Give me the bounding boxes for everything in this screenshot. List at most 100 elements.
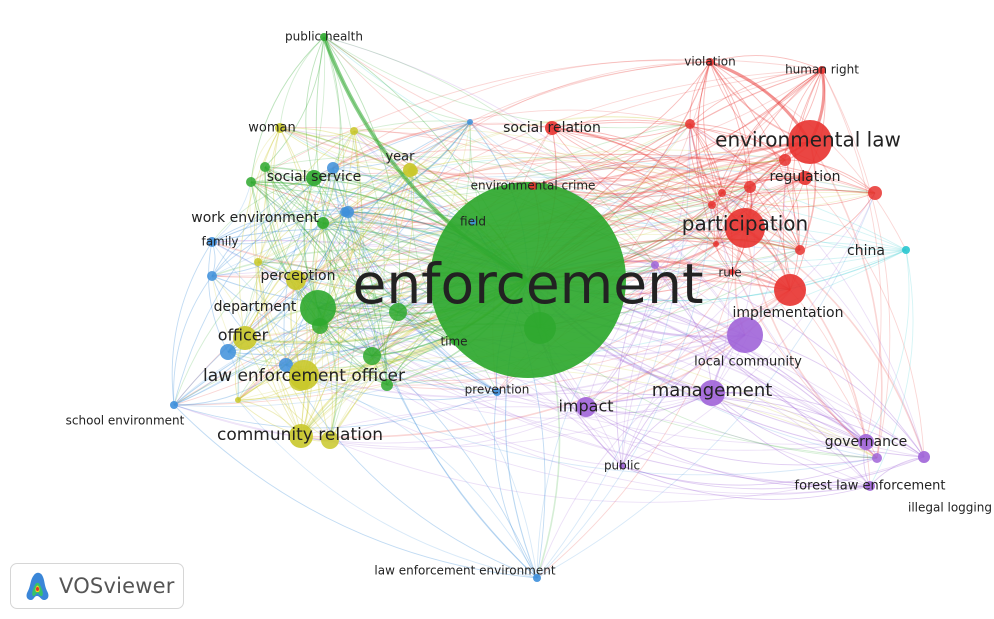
network-link <box>353 130 791 291</box>
network-link <box>654 264 867 443</box>
network-link <box>353 130 925 458</box>
label-community-relation: community relation <box>217 425 383 445</box>
node-public[interactable] <box>619 463 625 469</box>
unlabeled-node[interactable] <box>795 245 805 255</box>
node-management[interactable] <box>699 380 725 406</box>
node-woman[interactable] <box>275 123 285 133</box>
network-link <box>244 169 411 339</box>
network-link <box>264 166 297 281</box>
node-human-right[interactable] <box>818 66 826 74</box>
network-link <box>386 341 455 386</box>
unlabeled-node[interactable] <box>467 119 473 125</box>
network-link <box>237 177 315 401</box>
network-link <box>315 36 388 386</box>
label-china: china <box>847 243 885 259</box>
node-participation[interactable] <box>725 208 765 248</box>
unlabeled-node[interactable] <box>363 347 381 365</box>
node-perception[interactable] <box>286 270 306 290</box>
node-public-health[interactable] <box>320 33 328 41</box>
network-link <box>257 170 414 263</box>
network-link <box>257 261 399 313</box>
network-link <box>689 123 713 206</box>
node-time[interactable] <box>451 339 457 345</box>
node-environmental-crime[interactable] <box>529 182 537 190</box>
unlabeled-node[interactable] <box>279 358 293 372</box>
unlabeled-node[interactable] <box>340 207 350 217</box>
node-rule[interactable] <box>729 269 735 275</box>
network-link <box>412 152 723 194</box>
unlabeled-node[interactable] <box>685 119 695 129</box>
network-link <box>869 249 914 487</box>
node-illegal-logging[interactable] <box>918 451 930 463</box>
unlabeled-node[interactable] <box>718 189 726 197</box>
unlabeled-node[interactable] <box>868 186 882 200</box>
unlabeled-node[interactable] <box>327 162 339 174</box>
network-link <box>295 279 871 487</box>
network-link <box>744 227 878 459</box>
unlabeled-node[interactable] <box>651 261 659 269</box>
network-link <box>551 127 713 206</box>
network-link <box>300 169 411 437</box>
node-law-enforcement-officer[interactable] <box>289 360 319 390</box>
node-china[interactable] <box>902 246 910 254</box>
network-link <box>319 320 455 343</box>
network-link <box>371 355 623 467</box>
network-link <box>303 334 746 398</box>
node-local-community[interactable] <box>727 317 763 353</box>
node-year[interactable] <box>403 163 417 177</box>
network-link <box>173 391 498 429</box>
network-link <box>227 343 498 393</box>
node-impact[interactable] <box>576 397 596 417</box>
label-school-environment: school environment <box>66 414 185 428</box>
node-social-service[interactable] <box>306 170 322 186</box>
node-school-environment[interactable] <box>170 401 178 409</box>
term-nodes[interactable] <box>170 33 930 582</box>
network-link <box>809 141 883 459</box>
node-regulation[interactable] <box>798 171 812 185</box>
unlabeled-node[interactable] <box>260 162 270 172</box>
network-link <box>173 167 334 406</box>
unlabeled-node[interactable] <box>350 127 358 135</box>
unlabeled-node[interactable] <box>246 177 256 187</box>
unlabeled-node[interactable] <box>744 181 756 193</box>
node-family[interactable] <box>207 237 217 247</box>
network-link <box>250 127 281 183</box>
label-work-environment: work environment <box>191 210 319 226</box>
unlabeled-node[interactable] <box>254 258 262 266</box>
network-link <box>211 211 349 277</box>
unlabeled-node[interactable] <box>220 344 236 360</box>
network-link <box>300 211 350 437</box>
network-link <box>409 69 823 175</box>
unlabeled-node[interactable] <box>321 431 339 449</box>
unlabeled-node[interactable] <box>381 379 393 391</box>
network-link <box>332 161 411 171</box>
node-community-relation[interactable] <box>289 424 313 448</box>
label-family: family <box>201 235 238 249</box>
unlabeled-node[interactable] <box>779 154 791 166</box>
unlabeled-node[interactable] <box>389 303 407 321</box>
node-governance[interactable] <box>858 434 874 450</box>
unlabeled-node[interactable] <box>235 397 241 403</box>
network-link <box>261 127 302 437</box>
unlabeled-node[interactable] <box>713 241 719 247</box>
network-link <box>344 211 376 357</box>
unlabeled-node[interactable] <box>708 201 716 209</box>
network-link <box>250 58 823 183</box>
unlabeled-node[interactable] <box>872 453 882 463</box>
network-link <box>689 123 878 459</box>
node-forest-law-enforcement[interactable] <box>865 481 875 491</box>
node-officer[interactable] <box>233 326 257 350</box>
node-department[interactable] <box>300 290 336 326</box>
node-environmental-law[interactable] <box>788 120 832 164</box>
node-field[interactable] <box>470 219 476 225</box>
node-enforcement[interactable] <box>430 182 626 378</box>
unlabeled-node[interactable] <box>207 271 217 281</box>
network-link <box>409 116 691 171</box>
node-implementation[interactable] <box>774 274 806 306</box>
node-violation[interactable] <box>706 58 714 66</box>
node-prevention[interactable] <box>493 388 501 396</box>
node-law-enforcement-environment[interactable] <box>533 574 541 582</box>
node-social-relation[interactable] <box>545 121 559 135</box>
node-work-environment[interactable] <box>317 217 329 229</box>
